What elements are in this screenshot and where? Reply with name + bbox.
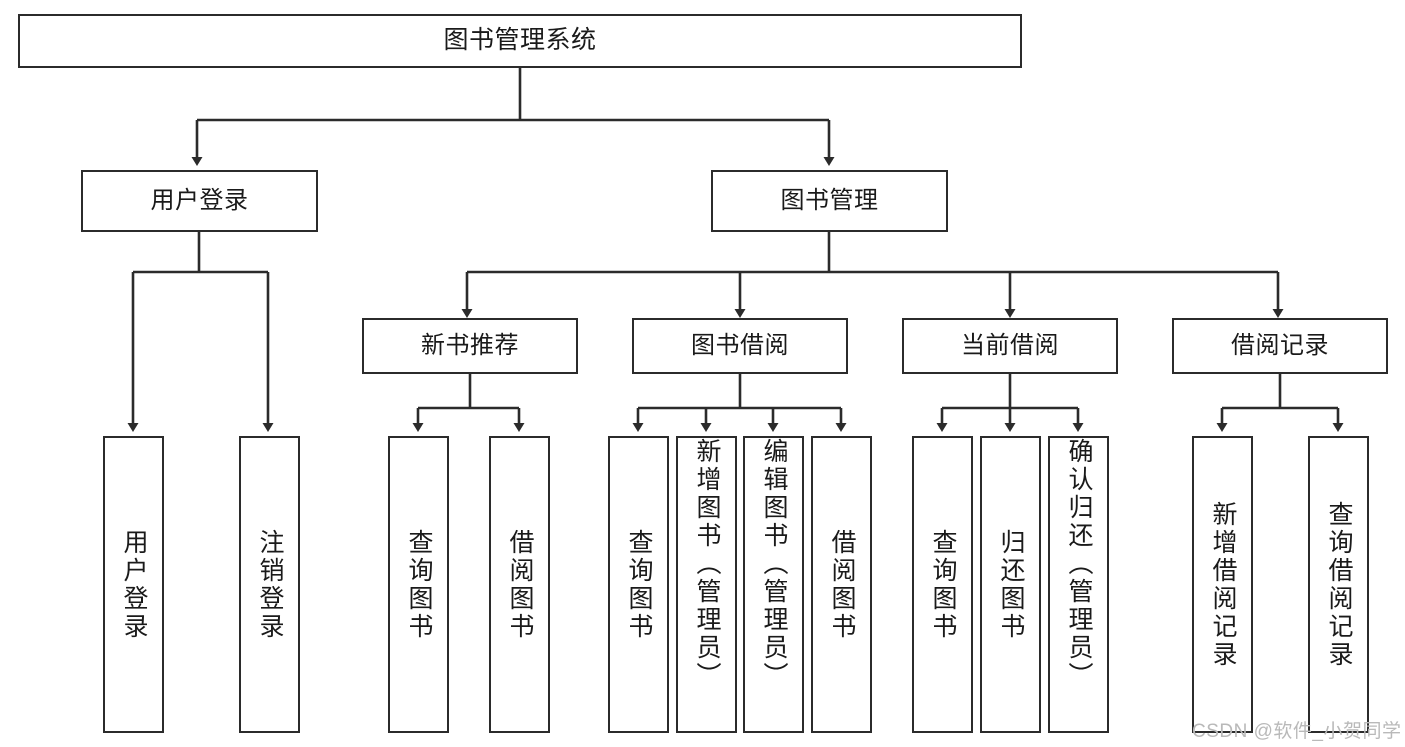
- leaf-user-login[interactable]: 用户登录: [103, 436, 164, 733]
- node-root-system[interactable]: 图书管理系统: [18, 14, 1022, 68]
- node-label: 借阅记录: [1231, 331, 1329, 359]
- node-label: 图书借阅: [691, 331, 789, 359]
- node-label: 查询借阅记录: [1325, 500, 1353, 669]
- node-label: 编辑图书（管理员）: [760, 438, 788, 690]
- node-label: 新书推荐: [421, 331, 519, 359]
- leaf-bb-query-book[interactable]: 查询图书: [608, 436, 669, 733]
- node-label: 新增图书（管理员）: [693, 438, 721, 690]
- node-user-login[interactable]: 用户登录: [81, 170, 318, 232]
- node-label: 用户登录: [120, 528, 148, 641]
- leaf-br-query-record[interactable]: 查询借阅记录: [1308, 436, 1369, 733]
- node-borrow-record[interactable]: 借阅记录: [1172, 318, 1388, 374]
- node-label: 借阅图书: [828, 528, 856, 641]
- leaf-cb-return-book[interactable]: 归还图书: [980, 436, 1041, 733]
- node-label: 确认归还（管理员）: [1065, 438, 1093, 690]
- node-label: 当前借阅: [961, 331, 1059, 359]
- watermark-text: CSDN @软件_小贺同学: [1192, 721, 1402, 742]
- node-label: 图书管理系统: [443, 26, 597, 55]
- leaf-bb-add-book-admin[interactable]: 新增图书（管理员）: [676, 436, 737, 733]
- leaf-bb-edit-book-admin[interactable]: 编辑图书（管理员）: [743, 436, 804, 733]
- node-label: 用户登录: [150, 186, 249, 214]
- node-label: 新增借阅记录: [1209, 500, 1237, 669]
- node-label: 归还图书: [997, 528, 1025, 641]
- leaf-new-book-query[interactable]: 查询图书: [388, 436, 449, 733]
- leaf-bb-borrow-book[interactable]: 借阅图书: [811, 436, 872, 733]
- node-book-manage[interactable]: 图书管理: [711, 170, 948, 232]
- node-book-borrow[interactable]: 图书借阅: [632, 318, 848, 374]
- node-label: 查询图书: [625, 528, 653, 641]
- node-current-borrow[interactable]: 当前借阅: [902, 318, 1118, 374]
- node-label: 查询图书: [405, 528, 433, 641]
- leaf-cb-query-book[interactable]: 查询图书: [912, 436, 973, 733]
- leaf-cb-confirm-return-admin[interactable]: 确认归还（管理员）: [1048, 436, 1109, 733]
- node-label: 图书管理: [780, 186, 879, 214]
- node-label: 注销登录: [256, 528, 284, 641]
- leaf-br-add-record[interactable]: 新增借阅记录: [1192, 436, 1253, 733]
- node-label: 借阅图书: [506, 528, 534, 641]
- leaf-new-book-borrow[interactable]: 借阅图书: [489, 436, 550, 733]
- node-label: 查询图书: [929, 528, 957, 641]
- leaf-logout[interactable]: 注销登录: [239, 436, 300, 733]
- node-new-book-recommend[interactable]: 新书推荐: [362, 318, 578, 374]
